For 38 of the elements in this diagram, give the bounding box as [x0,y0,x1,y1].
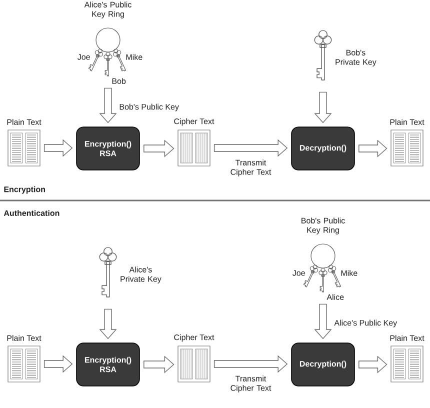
process-box: Encryption() RSA [76,126,140,170]
arrow [358,356,388,374]
key-name: Mike [126,54,142,60]
arrow [314,304,332,340]
section-heading: Authentication [4,210,60,216]
key-name: Mike [341,270,358,276]
node-label: Plain Text [7,119,42,125]
edge-label: Bob's Public Key [118,102,180,112]
edge-label: Transmit Cipher Text [226,374,276,394]
key-name: Alice [326,294,344,300]
node-label: Alice's Private Key [120,266,162,284]
key-name: Joe [292,270,305,276]
node-label: Plain Text [390,335,424,341]
arrow [358,140,388,158]
arrow [214,139,288,157]
node-label: Plain Text [390,119,424,125]
arrow [144,140,174,158]
section-heading: Encryption [4,186,45,194]
arrow [44,139,73,157]
arrow [99,308,117,340]
node-label: Alice's Public Key Ring [84,2,132,18]
key-name: Joe [78,54,90,60]
arrow [314,92,332,124]
node-label: Bob's Private Key [336,50,376,66]
process-box: Encryption() RSA [76,342,140,386]
edge-label: Transmit Cipher Text [226,158,276,178]
node-label: Cipher Text [174,118,214,126]
node-label: Plain Text [7,335,42,341]
edge-label: Alice's Public Key [333,318,398,328]
arrow [214,355,288,373]
key-name: Bob [112,78,126,84]
process-box: Decryption() [291,126,355,170]
arrow [99,88,117,124]
process-box: Decryption() [291,342,355,386]
arrow [144,356,174,374]
arrow [44,355,73,373]
node-label: Bob's Public Key Ring [302,218,345,234]
node-label: Cipher Text [174,334,214,342]
